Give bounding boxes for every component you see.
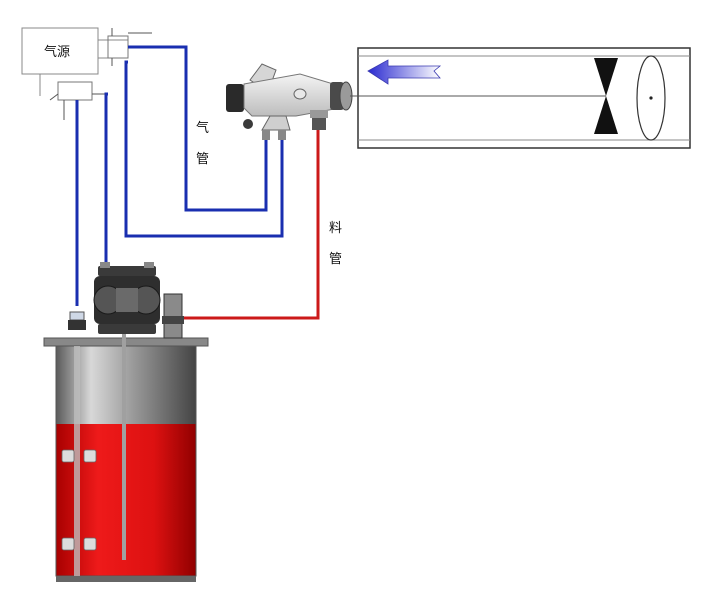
air-lines [75, 45, 284, 306]
air-source-box-icon [21, 27, 152, 120]
level-gauge [68, 311, 86, 330]
material-pipe-label-2: 管 [329, 252, 342, 267]
spray-booth [350, 47, 691, 149]
paint-tank-icon [43, 334, 209, 582]
air-source-label: 气源 [44, 44, 70, 60]
material-pipe-label-1: 料 [329, 221, 342, 236]
material-line [182, 128, 320, 320]
diaphragm-pump-icon [93, 262, 161, 334]
tank-bolts [61, 449, 97, 551]
spray-gun-icon [226, 63, 353, 140]
air-pipe-label-1: 气 [196, 120, 209, 136]
air-pipe-label-2: 管 [196, 152, 209, 167]
pump-outlet-fitting [162, 293, 184, 339]
flow-direction-arrow-icon [367, 59, 442, 85]
